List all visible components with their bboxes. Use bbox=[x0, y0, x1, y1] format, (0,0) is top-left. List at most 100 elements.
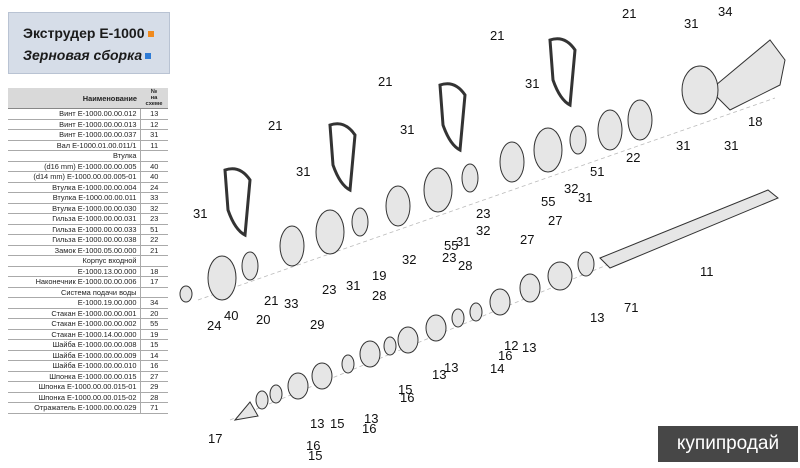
callout-label: 16 bbox=[498, 348, 512, 363]
table-row: Втулка bbox=[8, 150, 168, 162]
part-number-cell: 40 bbox=[139, 161, 168, 172]
part-number-cell bbox=[139, 255, 168, 267]
part-name-cell: Стакан Е-1000.00.00.001 bbox=[8, 308, 140, 319]
callout-label: 13 bbox=[522, 340, 536, 355]
washer-15-part bbox=[255, 390, 269, 410]
callout-label: 23 bbox=[322, 282, 336, 297]
callout-label: 31 bbox=[296, 164, 310, 179]
tip-17-part bbox=[233, 401, 259, 421]
callout-labels: 2121212121313418313131313131312251325523… bbox=[193, 4, 762, 463]
part-number-cell: 28 bbox=[139, 392, 168, 403]
part-number-cell: 55 bbox=[139, 318, 168, 330]
callout-label: 31 bbox=[193, 206, 207, 221]
callout-label: 40 bbox=[224, 308, 238, 323]
callout-label: 28 bbox=[458, 258, 472, 273]
clamp-21-part bbox=[328, 122, 357, 193]
callout-label: 16 bbox=[362, 421, 376, 436]
bushing-32-part bbox=[569, 125, 587, 155]
callout-label: 20 bbox=[256, 312, 270, 327]
callout-label: 29 bbox=[310, 317, 324, 332]
part-number-cell: 22 bbox=[139, 234, 168, 246]
part-name-cell: Винт Е-1000.00.00.013 bbox=[8, 119, 140, 130]
part-name-cell: Наконечник Е-1000.00.00.006 bbox=[8, 276, 140, 288]
part-number-cell: 51 bbox=[139, 224, 168, 235]
screw-12-part bbox=[489, 288, 511, 316]
part-number-cell: 20 bbox=[139, 308, 168, 319]
callout-label: 21 bbox=[622, 6, 636, 21]
part-number-cell: 18 bbox=[139, 266, 168, 277]
part-name-cell: Втулка Е-1000.00.00.004 bbox=[8, 182, 140, 193]
part-name-cell: Отражатель Е-1000.00.00.029 bbox=[8, 402, 140, 414]
part-name-cell: Корпус входной bbox=[8, 255, 140, 267]
part-number-cell: 21 bbox=[139, 245, 168, 256]
callout-label: 13 bbox=[590, 310, 604, 325]
screw-13-part bbox=[397, 326, 419, 354]
part-name-cell: Втулка Е-1000.00.00.011 bbox=[8, 192, 140, 204]
part-name-cell: (d14 mm) Е-1000.00.00.005-01 bbox=[8, 171, 140, 183]
sleeve-23-part bbox=[279, 225, 305, 267]
callout-label: 16 bbox=[400, 390, 414, 405]
callout-label: 13 bbox=[364, 411, 378, 426]
part-name-cell: Втулка Е-1000.00.00.030 bbox=[8, 203, 140, 214]
callout-label: 31 bbox=[456, 234, 470, 249]
cup-19-part bbox=[315, 209, 345, 255]
sleeve-23-part bbox=[385, 185, 411, 227]
part-number-cell bbox=[139, 150, 168, 162]
callout-label: 28 bbox=[372, 288, 386, 303]
screw-13-part bbox=[287, 372, 309, 400]
part-number-cell: 27 bbox=[139, 371, 168, 382]
part-number-cell: 14 bbox=[139, 350, 168, 361]
part-number-cell: 23 bbox=[139, 213, 168, 225]
orange-square-icon bbox=[147, 31, 154, 38]
watermark: купипродай bbox=[658, 426, 798, 462]
callout-label: 21 bbox=[264, 293, 278, 308]
part-name-cell: Стакан Е-1000.00.00.002 bbox=[8, 318, 140, 330]
callout-label: 71 bbox=[624, 300, 638, 315]
bushing-32-part bbox=[351, 207, 369, 237]
callout-label: 31 bbox=[684, 16, 698, 31]
cup-55-part bbox=[533, 127, 563, 173]
sleeve-51-part bbox=[597, 109, 623, 151]
callout-label: 21 bbox=[268, 118, 282, 133]
part-name-cell: Шпонка Е-1000.00.00.015-01 bbox=[8, 381, 140, 393]
part-number-cell: 24 bbox=[139, 182, 168, 193]
callout-label: 31 bbox=[676, 138, 690, 153]
callout-label: 15 bbox=[308, 448, 322, 463]
title-box: Экструдер Е-1000 Зерновая сборка bbox=[8, 12, 170, 74]
part-name-cell: Стакан Е-1000.14.00.000 bbox=[8, 329, 140, 340]
clamp-21-part bbox=[548, 37, 577, 108]
washer-16-part bbox=[469, 302, 483, 322]
callout-label: 14 bbox=[490, 361, 504, 376]
part-name-cell: Е-1000.19.00.000 bbox=[8, 297, 140, 309]
screw-13-part bbox=[359, 340, 381, 368]
part-name-cell: Шпонка Е-1000.00.00.015-02 bbox=[8, 392, 140, 403]
callout-label: 32 bbox=[564, 181, 578, 196]
part-name-cell: Шайба Е-1000.00.00.009 bbox=[8, 350, 140, 361]
bushing-32-part bbox=[461, 163, 479, 193]
washer-16-part bbox=[383, 336, 397, 356]
callout-label: 55 bbox=[444, 238, 458, 253]
callout-label: 32 bbox=[402, 252, 416, 267]
cup-55-part bbox=[423, 167, 453, 213]
part-number-cell: 32 bbox=[139, 203, 168, 214]
deflector-71-part bbox=[577, 251, 595, 277]
column-header-name: Наименование bbox=[8, 88, 140, 109]
callout-label: 15 bbox=[398, 382, 412, 397]
part-name-cell: Система подачи воды bbox=[8, 287, 140, 298]
part-number-cell: 71 bbox=[139, 402, 168, 414]
